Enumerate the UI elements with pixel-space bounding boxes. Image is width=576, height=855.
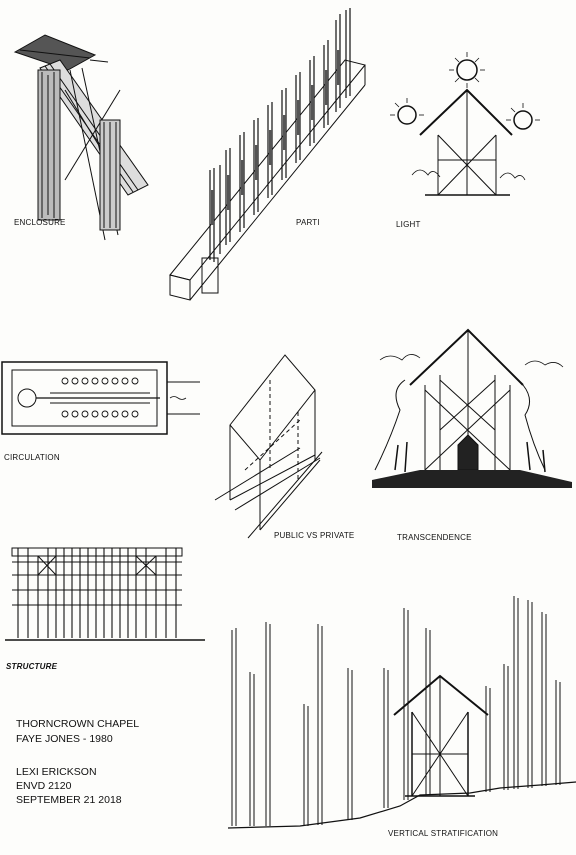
vertical-stratification-label: VERTICAL STRATIFICATION (388, 829, 499, 838)
public-private-sketch (214, 354, 323, 539)
light-sketch (390, 52, 540, 196)
course-code: ENVD 2120 (16, 780, 72, 792)
public-vs-private-label: PUBLIC VS PRIVATE (274, 531, 355, 540)
author-name: LEXI ERICKSON (16, 766, 97, 778)
circulation-label: CIRCULATION (4, 453, 60, 462)
transcendence-sketch (372, 328, 572, 488)
structure-sketch (5, 547, 205, 641)
project-architect: FAYE JONES - 1980 (16, 733, 113, 745)
circulation-sketch (1, 361, 200, 435)
enclosure-label: ENCLOSURE (14, 218, 66, 227)
project-title: THORNCROWN CHAPEL (16, 718, 140, 730)
structure-label: STRUCTURE (6, 662, 58, 671)
parti-sketch (169, 8, 366, 301)
vertical-stratification-sketch (227, 596, 576, 829)
enclosure-sketch (13, 34, 149, 241)
light-label: LIGHT (396, 220, 421, 229)
transcendence-label: TRANSCENDENCE (397, 533, 472, 542)
parti-label: PARTI (296, 218, 320, 227)
submission-date: SEPTEMBER 21 2018 (16, 794, 122, 806)
